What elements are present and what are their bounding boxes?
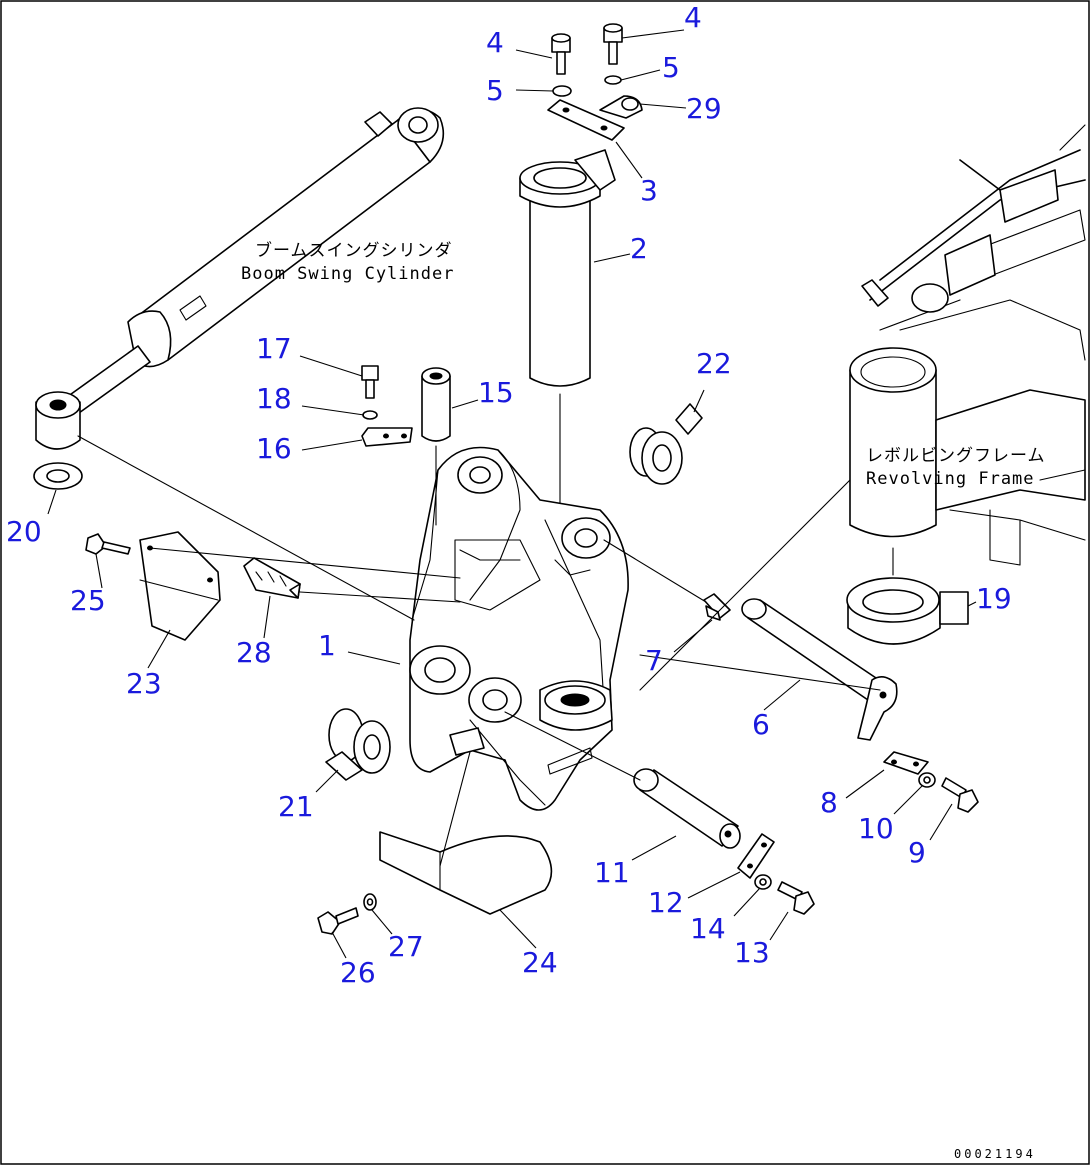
callout-16: 16	[256, 432, 292, 465]
callout-26: 26	[340, 956, 376, 989]
washer-10	[918, 772, 936, 788]
washer-27	[363, 893, 377, 911]
callout-8: 8	[820, 786, 838, 819]
callout-23: 23	[126, 667, 162, 700]
washer-14	[754, 874, 772, 890]
callout-7: 7	[645, 644, 663, 677]
revolving-frame	[849, 124, 1086, 576]
plate-12	[737, 833, 775, 879]
callout-19: 19	[976, 582, 1012, 615]
bolt-9	[941, 777, 979, 813]
plate-16	[361, 427, 413, 447]
callout-27: 27	[388, 930, 424, 963]
cover-24	[379, 831, 553, 915]
callout-21: 21	[278, 790, 314, 823]
bolt-26	[317, 907, 359, 935]
callout-4-left: 4	[486, 26, 504, 59]
callout-22: 22	[696, 347, 732, 380]
bushing-19	[846, 577, 969, 645]
pin-6	[741, 598, 898, 741]
callout-5-right: 5	[662, 51, 680, 84]
frame-label-jp: レボルビングフレーム	[866, 446, 1046, 466]
callout-17: 17	[256, 332, 292, 365]
callouts: 1 2 3 4 4 5 5 6 7 8 9 10 11 12 13 14 15 …	[6, 1, 1012, 989]
bolt-13	[777, 881, 815, 915]
callout-11: 11	[594, 856, 630, 889]
washer-5-right	[604, 75, 622, 85]
callout-18: 18	[256, 382, 292, 415]
callout-12: 12	[648, 886, 684, 919]
callout-13: 13	[734, 936, 770, 969]
cylinder-label-en: Boom Swing Cylinder	[241, 264, 454, 284]
grease-fitting-7	[703, 593, 731, 621]
callout-14: 14	[690, 912, 726, 945]
bolt-4-left	[551, 33, 571, 75]
callout-9: 9	[908, 836, 926, 869]
leader-lines	[47, 29, 977, 959]
callout-10: 10	[858, 812, 894, 845]
callout-28: 28	[236, 636, 272, 669]
shim-21	[325, 708, 391, 781]
frame-label-en: Revolving Frame	[866, 469, 1035, 489]
callout-3: 3	[640, 174, 658, 207]
washer-5-left	[552, 85, 572, 97]
callout-24: 24	[522, 946, 558, 979]
cylinder-label-jp: ブームスイングシリンダ	[255, 240, 453, 261]
clamp-29	[599, 95, 643, 119]
callout-5-left: 5	[486, 74, 504, 107]
washer-18	[362, 410, 378, 420]
bolt-17	[361, 365, 379, 399]
swing-bracket-1	[409, 446, 629, 811]
pin-2	[519, 149, 616, 681]
plate-8	[883, 751, 929, 775]
callout-20: 20	[6, 515, 42, 548]
assembly-lines	[77, 435, 881, 867]
pin-11	[633, 768, 741, 849]
callout-2: 2	[630, 232, 648, 265]
callout-6: 6	[752, 708, 770, 741]
shim-22	[629, 403, 703, 485]
drawing-code: 00021194	[954, 1147, 1036, 1161]
bolt-25	[85, 533, 131, 555]
washer-20	[33, 462, 83, 490]
boom-swing-cylinder	[35, 107, 445, 450]
cover-23	[139, 531, 221, 641]
callout-1: 1	[318, 629, 336, 662]
callout-29: 29	[686, 92, 722, 125]
block-28	[243, 557, 301, 599]
callout-4-right: 4	[684, 1, 702, 34]
plate-3	[547, 99, 625, 141]
callout-25: 25	[70, 584, 106, 617]
bolt-4-right	[603, 23, 623, 65]
callout-15: 15	[478, 376, 514, 409]
pin-15	[421, 367, 451, 526]
